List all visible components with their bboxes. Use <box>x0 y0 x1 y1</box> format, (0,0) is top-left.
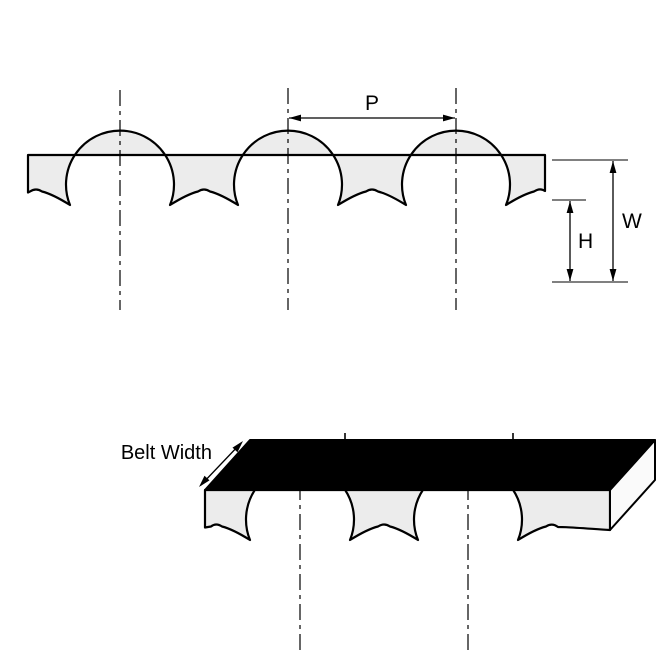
belt-profile-outline <box>26 129 547 207</box>
belt-width-arrow-line <box>200 442 242 486</box>
isometric-view: Belt Width <box>121 433 656 650</box>
profile-view: P W H <box>26 88 642 310</box>
pitch-dimension: P <box>289 92 455 122</box>
tooth-height-arrow-down-icon <box>566 269 574 281</box>
pitch-label: P <box>365 92 379 115</box>
thickness-label: W <box>622 210 642 233</box>
belt-top-face <box>204 439 656 491</box>
tooth-height-label: H <box>578 230 593 253</box>
belt-width-callout: Belt Width <box>121 441 243 487</box>
thickness-arrow-up-icon <box>609 161 617 173</box>
belt-width-arrow-lower-icon <box>199 475 210 487</box>
tooth-height-dimension: H <box>552 199 593 281</box>
thickness-dimension: W <box>552 159 642 283</box>
tooth-height-arrow-up-icon <box>566 201 574 213</box>
pitch-arrow-left-icon <box>289 114 301 122</box>
pitch-arrow-right-icon <box>443 114 455 122</box>
thickness-arrow-down-icon <box>609 269 617 281</box>
belt-width-label: Belt Width <box>121 442 212 464</box>
belt-width-arrow-upper-icon <box>232 441 243 453</box>
